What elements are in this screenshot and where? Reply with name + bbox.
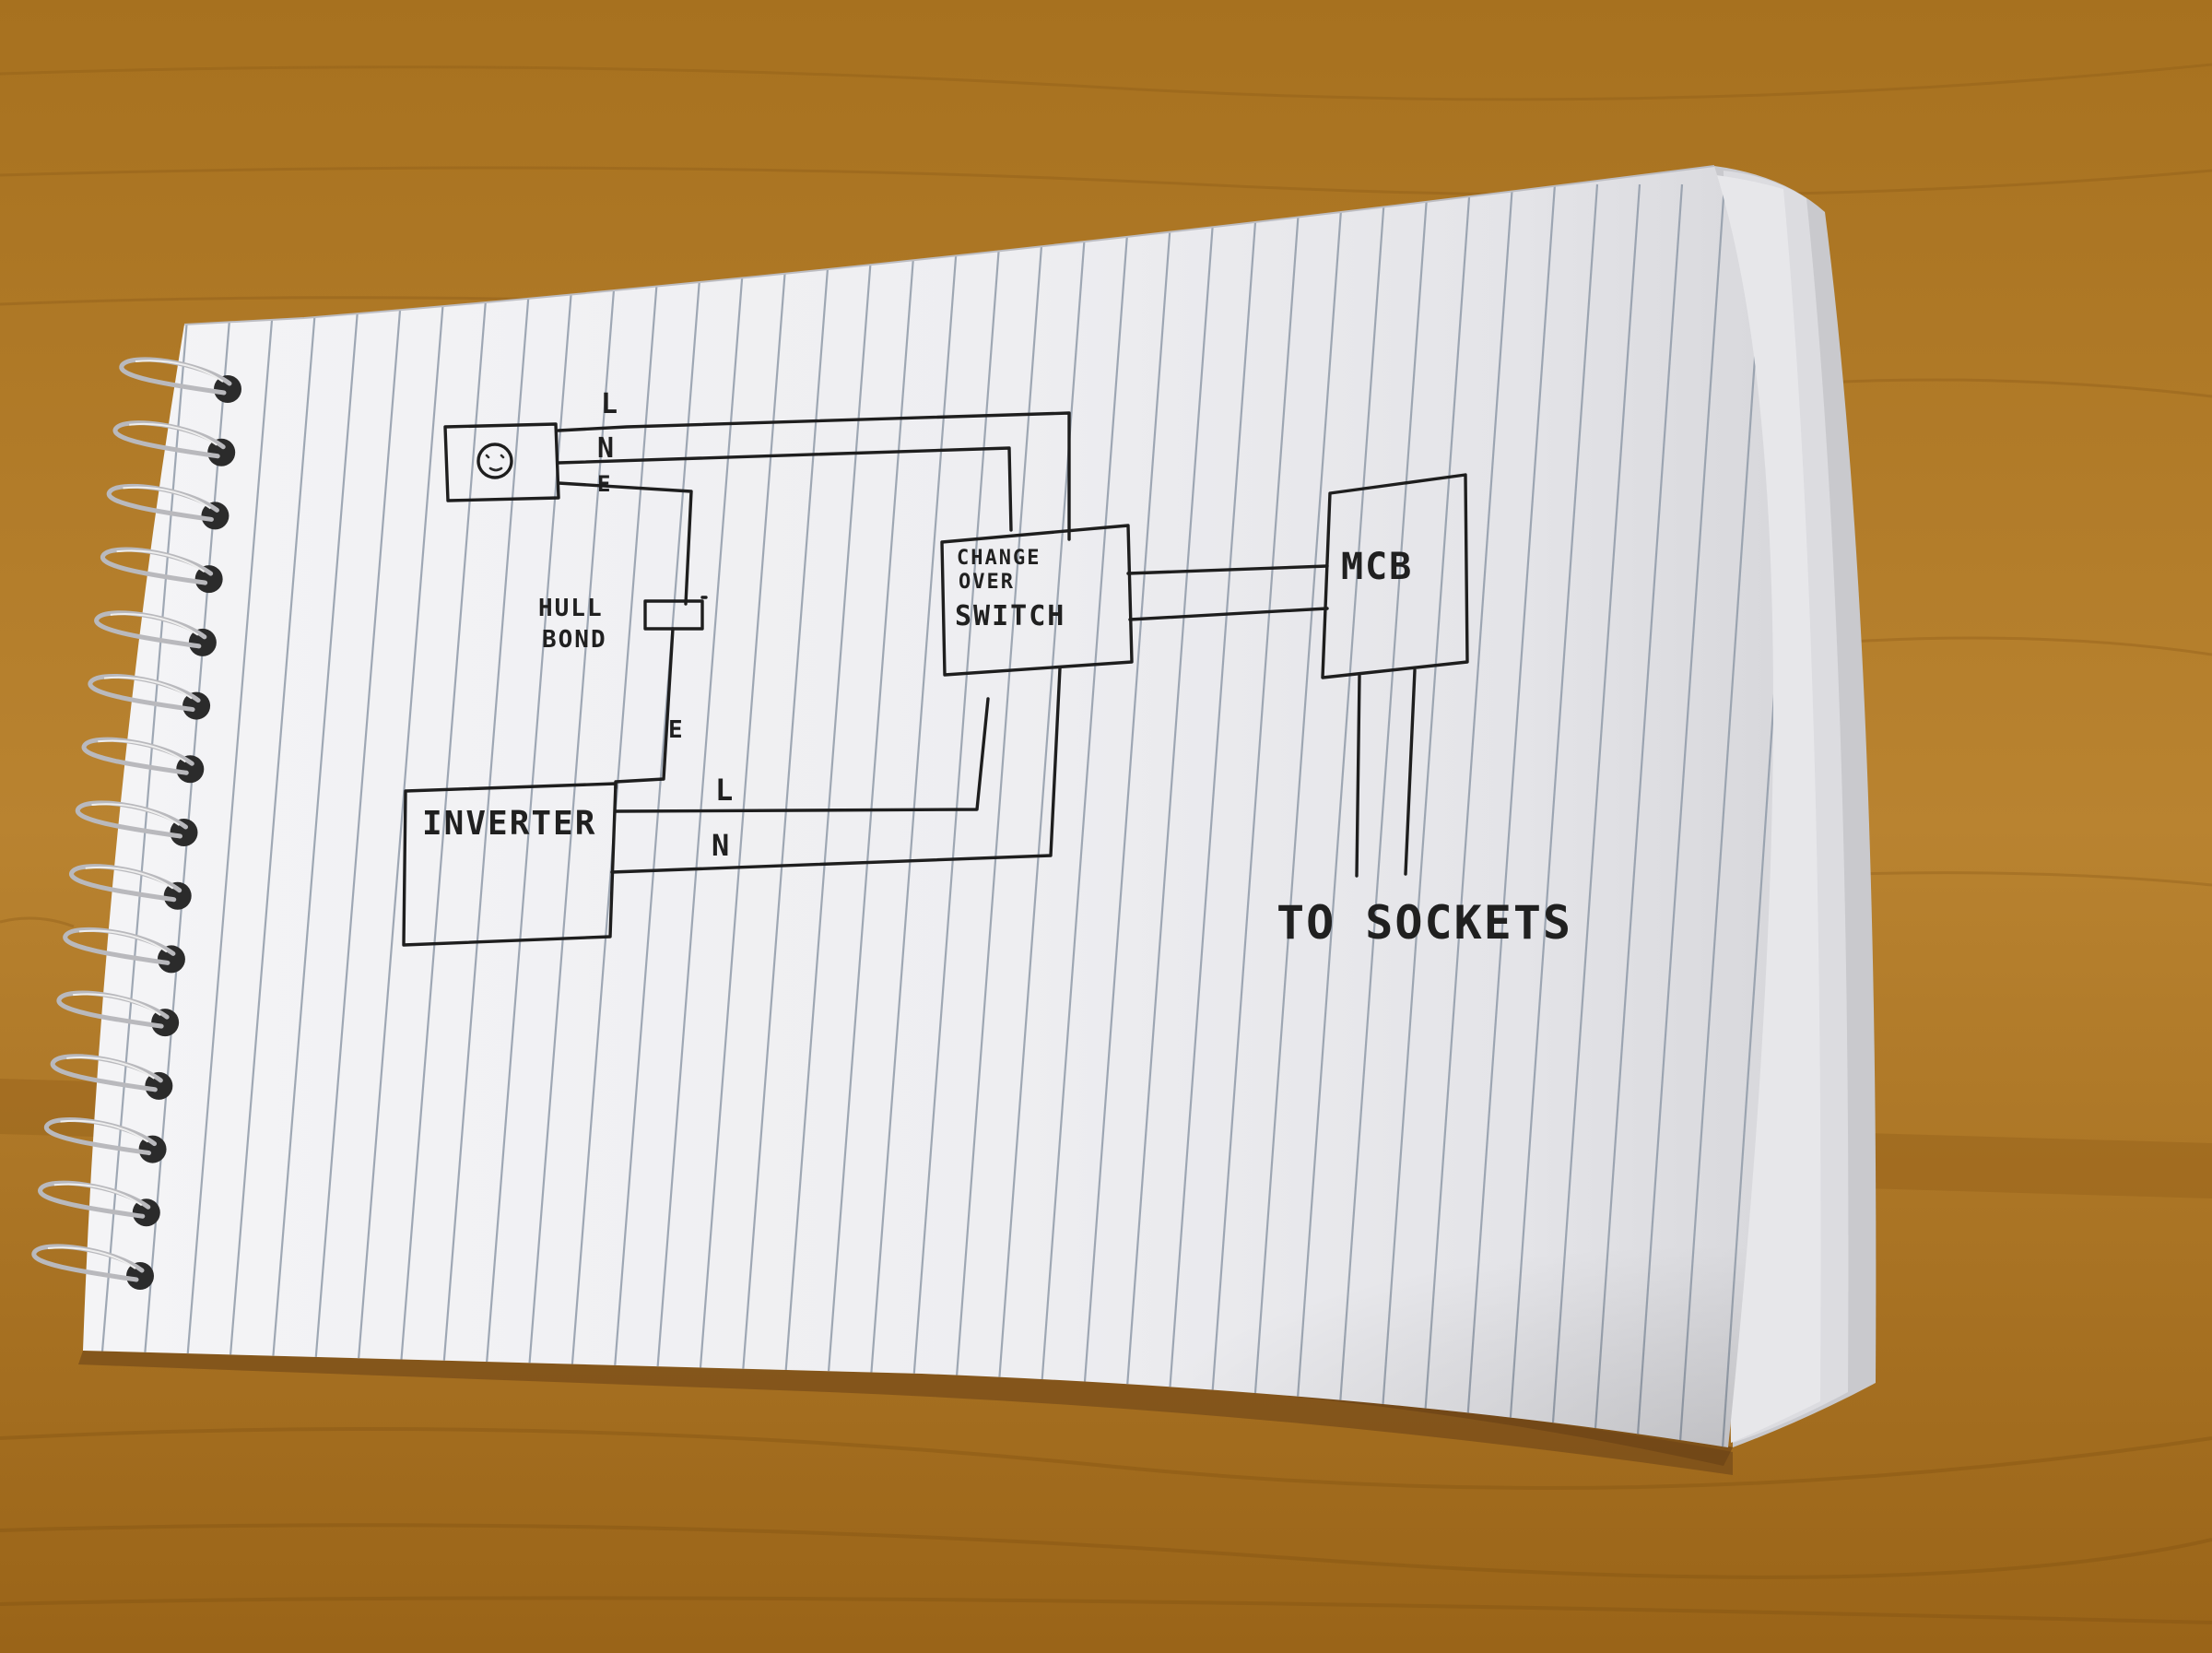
socket-neutral-label: N [597,432,616,465]
spiral-wire-highlight [98,739,186,763]
ruled-line [433,183,539,1447]
shore-earth-wire [557,481,693,606]
ruled-line [391,183,497,1447]
spiral-ring [119,357,241,403]
ruled-line [176,183,285,1447]
spiral-wire-highlight [47,1246,136,1269]
ruled-line [690,183,794,1447]
spiral-wire-highlight [85,867,174,890]
spiral-ring [100,547,223,594]
spiral-hole [214,375,241,403]
ruled-line [477,183,582,1447]
spiral-ring [69,864,192,910]
spiral-ring [44,1116,167,1163]
spiral-hole [201,502,229,530]
spiral-hole [132,1198,160,1227]
shore-neutral-wire [557,446,1013,532]
inverter-box [402,782,618,947]
spiral-wire-highlight [129,423,218,446]
spiral-ring [76,800,198,846]
inverter-live-label: L [715,773,735,808]
spiral-ring [38,1180,160,1227]
spiral-hole [145,1071,173,1100]
spiral-wire-highlight [116,549,206,573]
mcb-output-wire-2 [1404,668,1417,876]
spiral-wire-highlight [73,993,161,1016]
spiral-ring [88,673,211,720]
mcb-box [1321,473,1469,679]
spiral-binding [31,357,241,1290]
shore-socket [443,422,560,502]
notebook-page [83,165,1773,1447]
spiral-wire-highlight [78,929,168,953]
spiral-ring [31,1244,154,1290]
spiral-hole [151,1009,180,1037]
changeover-to-mcb-live [1126,564,1329,575]
spiral-wire-highlight [60,1119,149,1143]
spiral-ring [106,483,229,530]
mcb-label: MCB [1341,546,1413,588]
spiral-wire-highlight [66,1057,155,1080]
spiral-hole [163,881,192,910]
ruled-line [262,183,370,1447]
spiral-hole [188,628,217,656]
ruled-line [219,183,327,1447]
earth-wire-label: E [668,716,685,744]
inverter-neutral-wire [610,667,1062,874]
spiral-wire-highlight [110,613,199,636]
spiral-ring [56,990,180,1037]
spiral-hole [138,1135,167,1163]
spiral-wire-highlight [123,486,212,510]
changeover-switch-box [940,524,1134,677]
inverter-label: INVERTER [422,805,596,843]
spiral-hole [207,438,236,466]
spiral-hole [176,755,205,784]
inverter-neutral-label: N [712,828,731,863]
spiral-wire-highlight [103,676,193,700]
to-sockets-label: TO SOCKETS [1277,896,1572,950]
hull-bond-label-line2: BOND [542,626,607,654]
ruled-line [605,183,709,1447]
ruled-line [648,183,751,1447]
spiral-wire-highlight [91,803,181,826]
changeover-label-line1: CHANGE [957,547,1041,570]
spiral-ring [81,737,205,784]
wiring-diagram: L N E HULL BOND E CHANGE OVER SWITCH MCB… [402,388,1572,950]
ruled-line [519,183,624,1447]
socket-earth-label: E [597,471,612,497]
spiral-ring [63,927,185,974]
spiral-ring [112,420,236,466]
spiral-wire-highlight [135,360,224,383]
shore-live-wire [557,411,1071,541]
ruled-line [347,183,454,1447]
ruled-line [305,183,412,1447]
mcb-output-wire-1 [1355,674,1361,878]
changeover-label-line2: OVER [959,571,1015,594]
hull-bond-symbol [643,596,708,631]
changeover-to-mcb-neutral [1128,607,1329,621]
spiral-hole [194,565,223,594]
spiral-wire-highlight [53,1183,143,1207]
spiral-hole [126,1262,154,1290]
spiral-ring [94,610,217,656]
changeover-label-line3: SWITCH [955,600,1065,632]
hull-bond-label-line1: HULL [538,595,604,622]
spiral-hole [157,945,185,974]
spiral-hole [182,691,211,720]
socket-live-label: L [601,388,619,420]
inverter-live-wire [614,697,990,813]
spiral-ring [50,1054,173,1100]
spiral-hole [170,819,198,846]
